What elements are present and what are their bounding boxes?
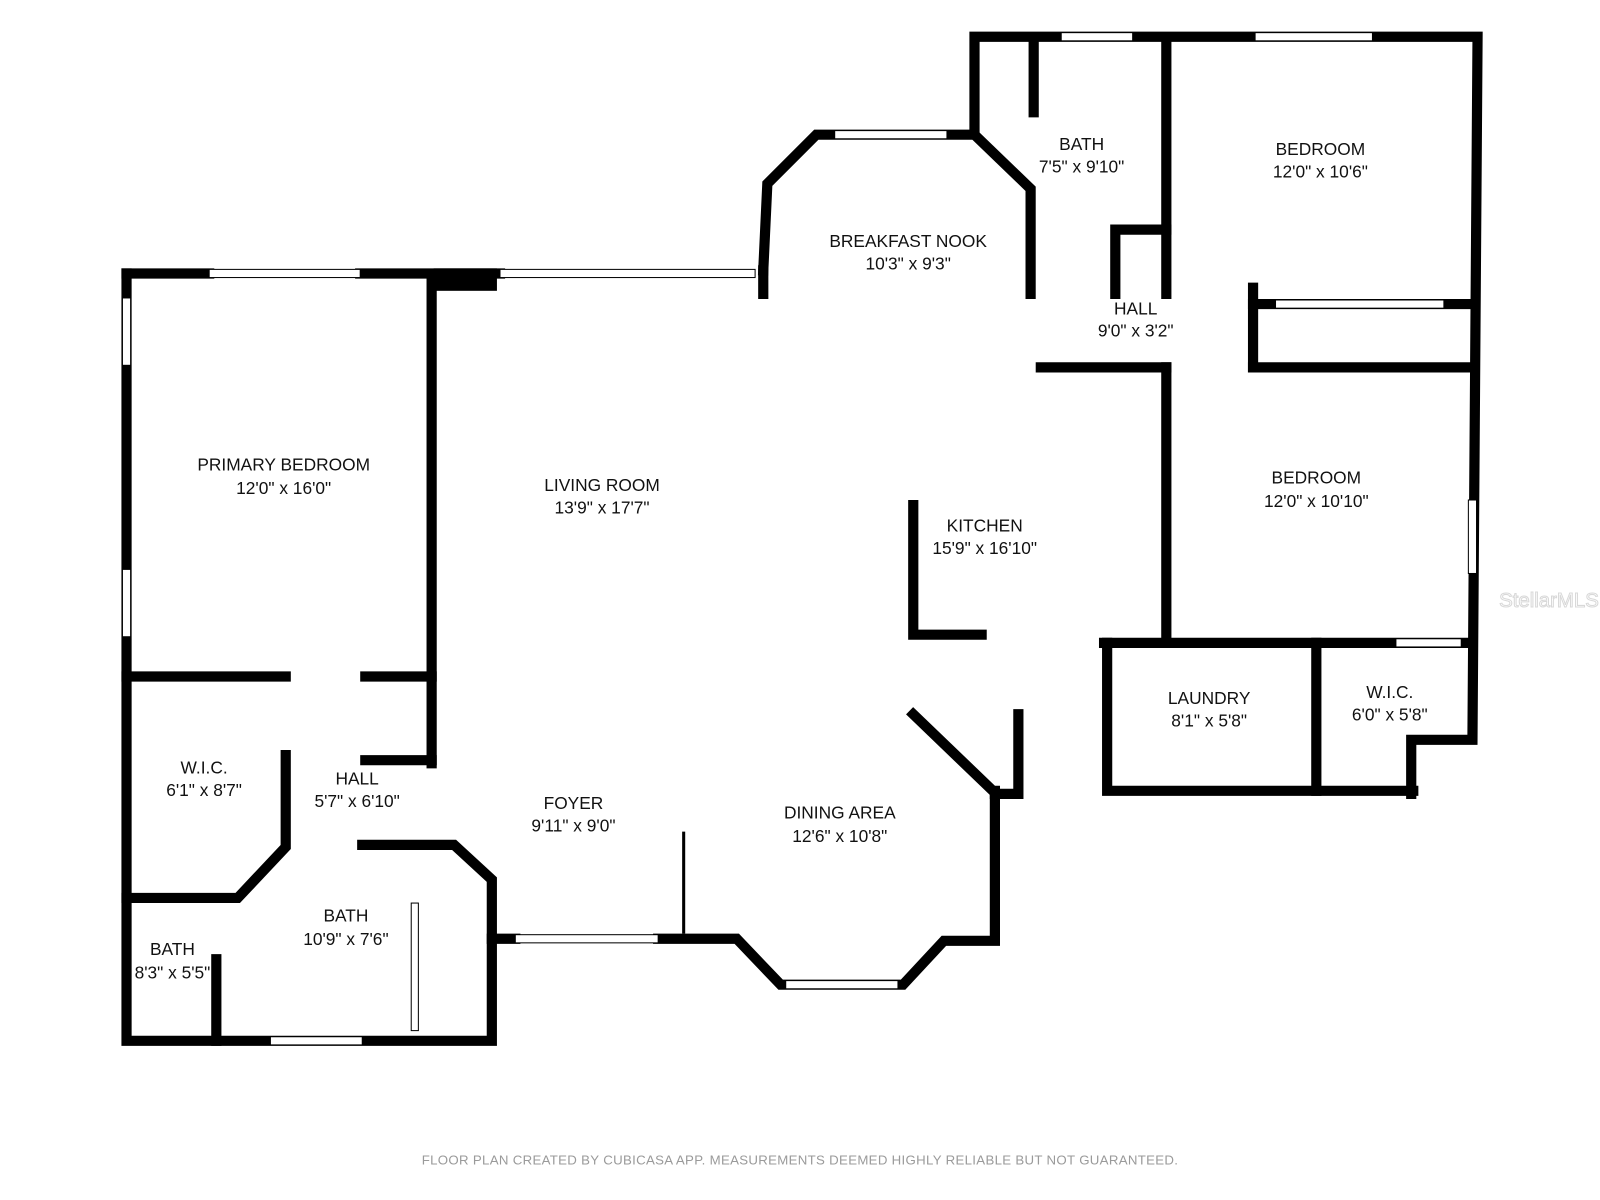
- room-size: 15'9" x 16'10": [932, 538, 1037, 558]
- room-name: W.I.C.: [1366, 682, 1413, 702]
- footer-disclaimer: FLOOR PLAN CREATED BY CUBICASA APP. MEAS…: [422, 1152, 1179, 1167]
- walls: [121, 31, 1483, 1046]
- room-name: LIVING ROOM: [544, 475, 660, 495]
- room-size: 12'0" x 16'0": [236, 478, 331, 498]
- watermark: StellarMLS: [1499, 590, 1599, 612]
- room-name: DINING AREA: [784, 802, 896, 822]
- room-size: 12'0" x 10'10": [1264, 491, 1369, 511]
- room-size: 10'3" x 9'3": [865, 253, 950, 273]
- room-name: W.I.C.: [180, 757, 227, 777]
- room-size: 5'7" x 6'10": [314, 791, 399, 811]
- room-name: BATH: [150, 939, 195, 959]
- room-size: 9'0" x 3'2": [1098, 321, 1174, 341]
- room-size: 6'0" x 5'8": [1352, 704, 1428, 724]
- room-size: 12'0" x 10'6": [1273, 162, 1368, 182]
- room-name: KITCHEN: [947, 516, 1023, 536]
- room-size: 8'3" x 5'5": [135, 963, 211, 983]
- room-name: HALL: [1114, 298, 1158, 318]
- room-name: HALL: [335, 769, 379, 789]
- room-name: BEDROOM: [1276, 139, 1366, 159]
- room-name: PRIMARY BEDROOM: [197, 454, 370, 474]
- room-name: LAUNDRY: [1168, 688, 1251, 708]
- room-size: 8'1" x 5'8": [1171, 711, 1247, 731]
- room-size: 12'6" x 10'8": [792, 826, 887, 846]
- room-size: 10'9" x 7'6": [303, 929, 388, 949]
- room-size: 13'9" x 17'7": [555, 497, 650, 517]
- room-size: 7'5" x 9'10": [1039, 156, 1124, 176]
- room-name: BEDROOM: [1272, 468, 1362, 488]
- room-size: 9'11" x 9'0": [531, 816, 615, 836]
- room-name: BATH: [323, 905, 368, 925]
- room-name: FOYER: [544, 793, 604, 813]
- room-labels: PRIMARY BEDROOM 12'0" x 16'0" LIVING ROO…: [135, 134, 1428, 983]
- room-name: BREAKFAST NOOK: [829, 231, 987, 251]
- room-size: 6'1" x 8'7": [166, 780, 242, 800]
- room-name: BATH: [1059, 134, 1104, 154]
- windows: [121, 32, 1478, 1046]
